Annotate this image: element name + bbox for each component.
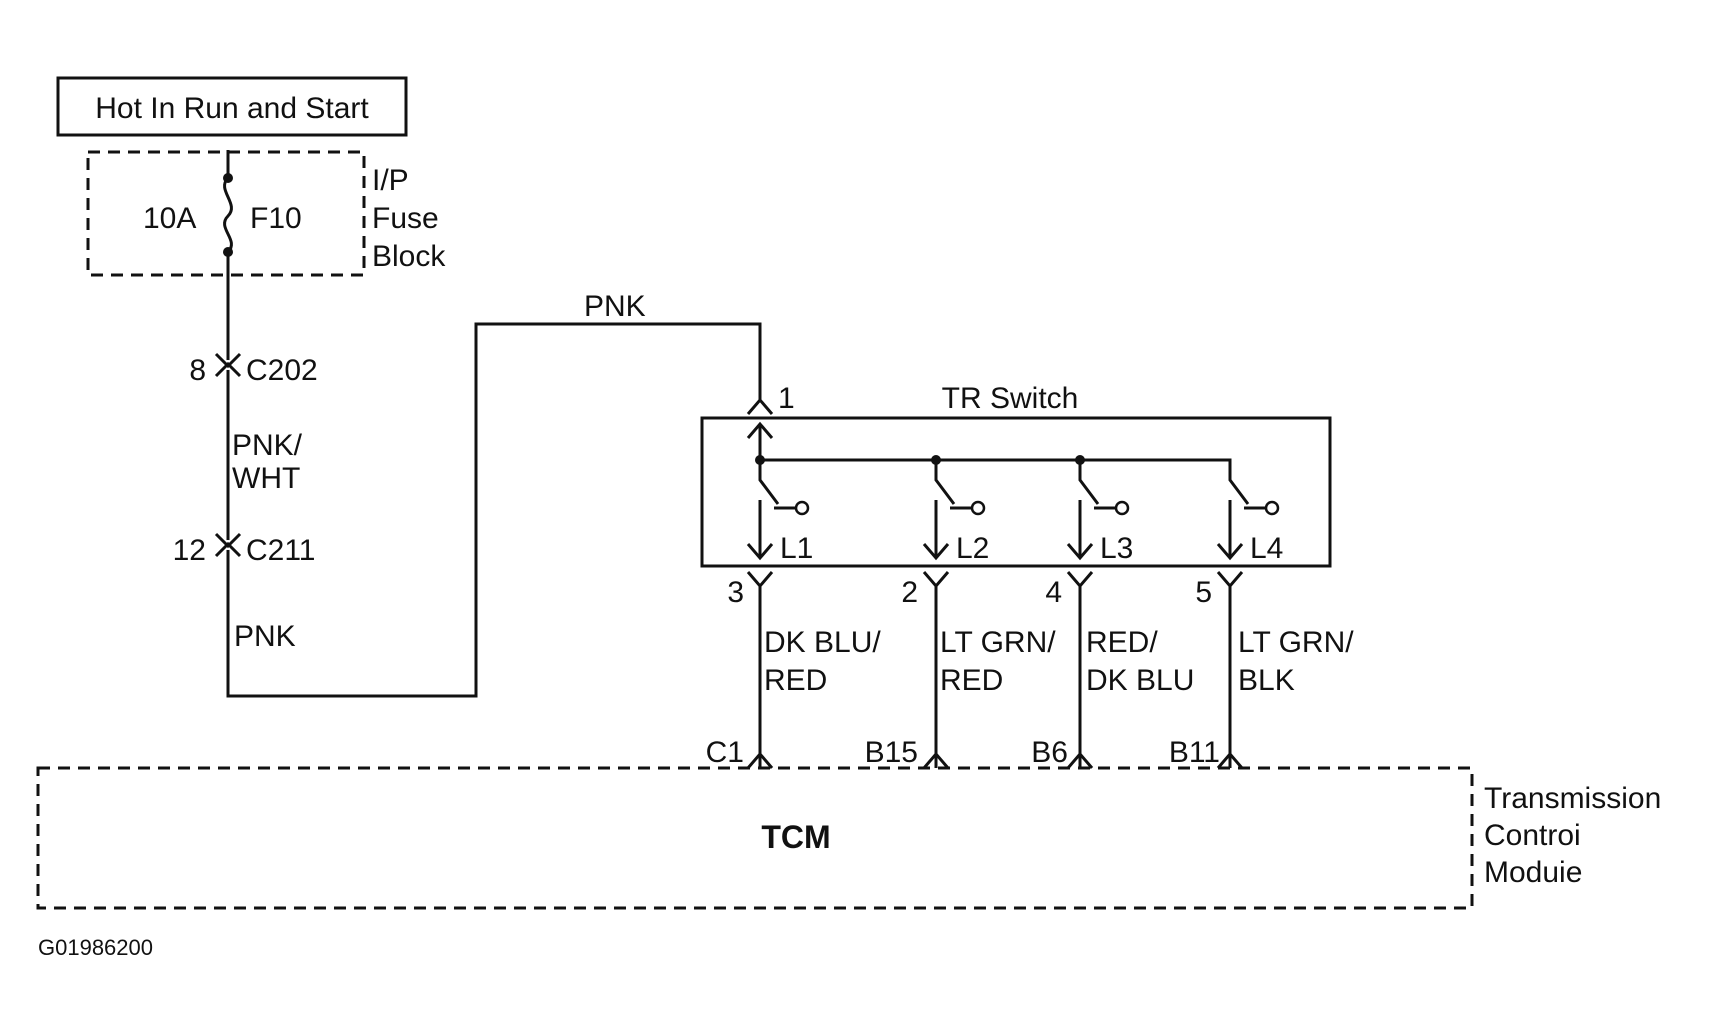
tr-switch: TR Switch 1 L1 L2 L3 L4: [700, 382, 1332, 568]
tr-switch-input-pin: 1: [778, 382, 795, 415]
switch-l1-pin-connector: [746, 571, 774, 589]
tcm-short-name: TCM: [761, 819, 830, 855]
fuse-id: F10: [250, 202, 302, 235]
figure-id: G01986200: [38, 935, 153, 960]
tr-switch-title: TR Switch: [942, 382, 1079, 415]
tcm-connector-l4: [1216, 751, 1244, 769]
wire-l2-label-1: LT GRN/: [940, 626, 1056, 659]
wire-pnk-wht-label-1: PNK/: [232, 429, 303, 462]
connector-c211-icon: [214, 532, 242, 558]
fuse-block-name-line-1: I/P: [372, 164, 409, 197]
connector-c202-name: C202: [246, 354, 318, 387]
tr-switch-box: [700, 416, 1332, 568]
fuse-block: 10A F10 I/P Fuse Block: [86, 150, 446, 277]
switch-l2-contact: [970, 500, 986, 516]
switch-l1-arrow-icon: [746, 543, 774, 561]
wire-pnk-wht-label-2: WHT: [232, 462, 300, 495]
power-source-box: [56, 76, 408, 137]
wire-l2-label-2: RED: [940, 664, 1003, 697]
switch-l2-arrow-icon: [922, 543, 950, 561]
tcm-pin-c1: C1: [706, 736, 744, 769]
switch-l3-arrow-icon: [1066, 543, 1094, 561]
switch-l4-arrow-icon: [1216, 543, 1244, 561]
fuse-icon: [223, 176, 233, 254]
tcm-connector-l3: [1066, 751, 1094, 769]
wire-l1-label-2: RED: [764, 664, 827, 697]
wire-pnk-run: [226, 322, 762, 698]
output-pin-2: 2: [901, 576, 918, 609]
switch-l4-contact: [1264, 500, 1280, 516]
wire-l3-label-2: DK BLU: [1086, 664, 1194, 697]
switch-l1-contact: [794, 500, 810, 516]
wire-l1-label-1: DK BLU/: [764, 626, 881, 659]
tr-switch-input-arrow-icon: [746, 421, 774, 439]
switch-l2-pin-connector: [922, 571, 950, 589]
output-pin-4: 4: [1045, 576, 1062, 609]
tr-switch-bus: [760, 458, 1232, 478]
tcm-name-line-1: Transmission: [1484, 782, 1661, 815]
wire-l4-label-1: LT GRN/: [1238, 626, 1354, 659]
tcm-connector-l1: [746, 751, 774, 769]
wire-pnk-top-label: PNK: [584, 290, 646, 323]
tcm-name-line-3: Moduie: [1484, 856, 1582, 889]
switch-l1-blade: [758, 460, 780, 505]
tcm-connector-l2: [922, 751, 950, 769]
tcm-module: TCM Transmission Controi Moduie: [36, 766, 1661, 910]
wire-pnk-lower-label: PNK: [234, 620, 296, 653]
connector-c202-pin: 8: [189, 354, 206, 387]
switch-label-l1: L1: [780, 532, 813, 565]
output-wires: 3 2 4 5 DK BLU/ RED LT GRN/ RED RED/ DK …: [706, 571, 1354, 769]
switch-label-l2: L2: [956, 532, 989, 565]
power-source: Hot In Run and Start: [56, 76, 408, 137]
output-pin-3: 3: [727, 576, 744, 609]
switch-l3-pin-connector: [1066, 571, 1094, 589]
output-pin-5: 5: [1195, 576, 1212, 609]
connector-c202-icon: [214, 352, 242, 378]
tcm-pin-b15: B15: [865, 736, 918, 769]
tcm-pin-b6: B6: [1031, 736, 1068, 769]
left-wire-path: 8 C202 PNK/ WHT 12 C211 PNK PNK: [173, 252, 762, 698]
switch-l4-pin-connector: [1216, 571, 1244, 589]
fuse-rating: 10A: [143, 202, 196, 235]
tcm-name-line-2: Controi: [1484, 819, 1581, 852]
switch-label-l3: L3: [1100, 532, 1133, 565]
switch-l4-blade: [1228, 460, 1250, 505]
tr-switch-pin-1-connector: [746, 397, 774, 415]
wire-l3-label-1: RED/: [1086, 626, 1158, 659]
wire-l4-label-2: BLK: [1238, 664, 1295, 697]
switch-label-l4: L4: [1250, 532, 1283, 565]
connector-c211-pin: 12: [173, 534, 206, 567]
power-source-label: Hot In Run and Start: [95, 92, 369, 125]
switch-l3-contact: [1114, 500, 1130, 516]
switch-l3-blade: [1078, 460, 1100, 505]
switch-l2-blade: [934, 460, 956, 505]
fuse-block-name-line-2: Fuse: [372, 202, 439, 235]
tcm-outline: [36, 766, 1474, 910]
tcm-pin-b11: B11: [1169, 736, 1220, 769]
fuse-block-name-line-3: Block: [372, 240, 446, 273]
connector-c211-name: C211: [246, 534, 316, 567]
